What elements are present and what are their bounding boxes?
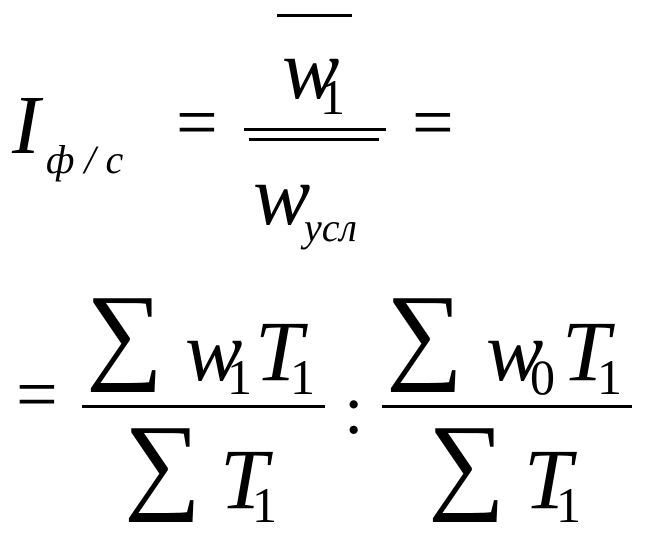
equals-sign: = xyxy=(412,82,454,164)
sum-symbol: ∑ xyxy=(386,274,463,393)
numerator-w-subscript: 1 xyxy=(227,349,252,405)
sum-symbol: ∑ xyxy=(86,274,163,393)
denominator-T: T xyxy=(220,431,268,527)
fraction-line xyxy=(82,405,325,408)
denominator-w: w xyxy=(253,147,311,243)
fraction-line-bottom xyxy=(249,138,379,141)
denominator-T-subscript: 1 xyxy=(556,477,581,533)
index-symbol: I xyxy=(12,79,40,172)
fraction-line xyxy=(382,405,632,408)
denominator-T: T xyxy=(524,431,572,527)
numerator-w: w xyxy=(486,303,544,399)
division-colon: : xyxy=(344,372,364,449)
numerator-T: T xyxy=(562,303,610,399)
numerator-T: T xyxy=(255,303,303,399)
index-subscript: ф / с xyxy=(46,137,124,182)
equals-sign: = xyxy=(16,354,58,436)
denominator-subscript: усл xyxy=(304,205,357,250)
equals-sign: = xyxy=(176,82,218,164)
sum-symbol: ∑ xyxy=(124,404,201,523)
denominator-T-subscript: 1 xyxy=(252,477,277,533)
numerator-T-subscript: 1 xyxy=(290,349,315,405)
numerator-w: w xyxy=(185,303,243,399)
numerator-subscript: 1 xyxy=(320,69,345,125)
numerator-w: w xyxy=(282,21,340,117)
numerator-w-subscript: 0 xyxy=(530,349,555,405)
overline-bar xyxy=(277,14,352,17)
numerator-T-subscript: 1 xyxy=(597,349,622,405)
sum-symbol: ∑ xyxy=(428,404,505,523)
fraction-line-top xyxy=(244,128,386,131)
